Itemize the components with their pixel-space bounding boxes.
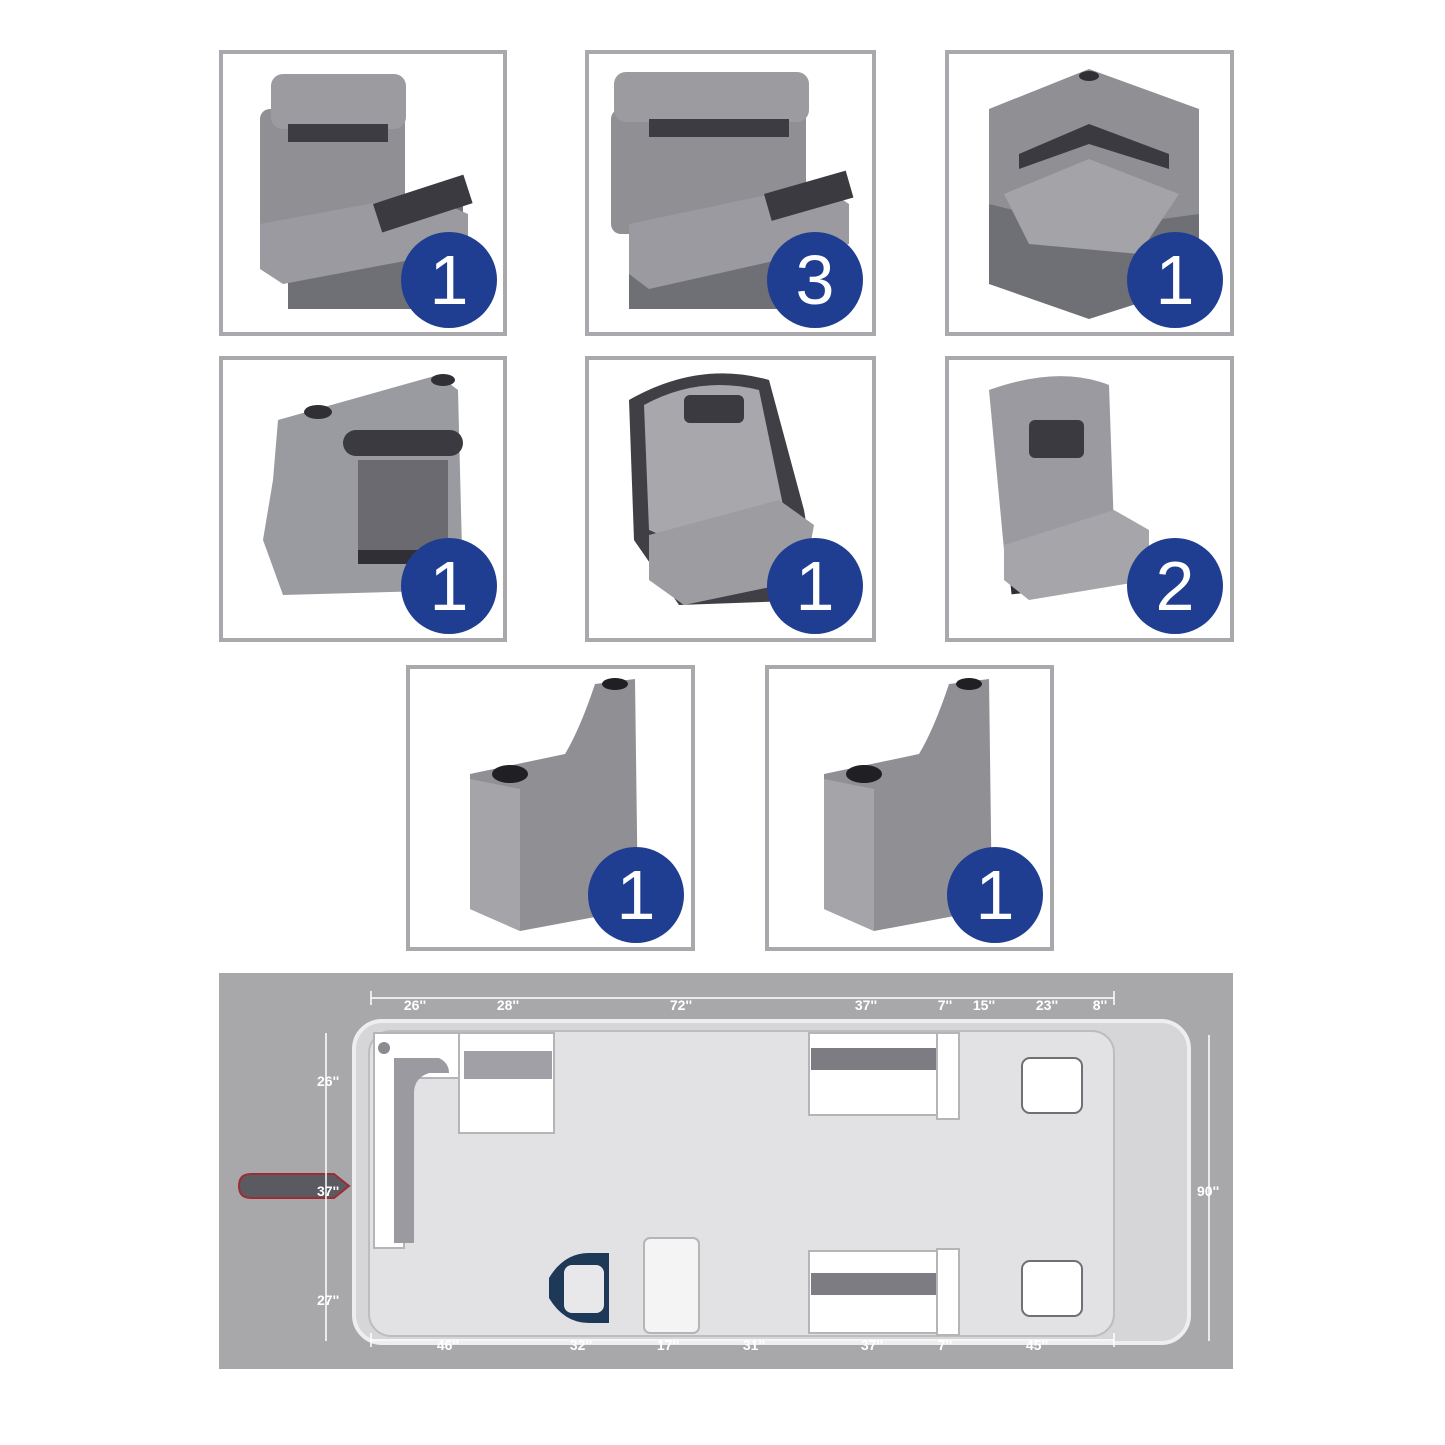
dimension-label: 27'' [317, 1292, 340, 1308]
tile-lounge-seat-double: 3 [585, 50, 876, 336]
armrest [936, 1032, 960, 1120]
dimension-label: 28'' [496, 997, 520, 1013]
bench-seat [808, 1032, 940, 1116]
armrest [936, 1248, 960, 1336]
fold-down-seat [1021, 1057, 1083, 1114]
dimension-label: 31'' [742, 1337, 766, 1353]
tile-corner-seat: 1 [945, 50, 1234, 336]
dimension-label: 26'' [317, 1073, 340, 1089]
quantity-badge: 1 [767, 538, 863, 634]
quantity-badge: 2 [1127, 538, 1223, 634]
dimension-label: 7'' [937, 1337, 953, 1353]
tile-armrest-left: 1 [406, 665, 695, 951]
tile-console: 1 [219, 356, 507, 642]
pontoon-console-icon [263, 374, 463, 595]
quantity-badge: 3 [767, 232, 863, 328]
pontoon-lounge-seat-icon [260, 74, 473, 309]
dimension-label: 15'' [972, 997, 996, 1013]
dimension-label: 72'' [669, 997, 693, 1013]
dimension-label: 37'' [854, 997, 878, 1013]
outboard-motor-icon [237, 1173, 351, 1199]
dimension-label: 32'' [569, 1337, 593, 1353]
bench-seat [458, 1032, 555, 1134]
layout-drawing [237, 991, 1210, 1347]
dimension-label: 7'' [937, 997, 953, 1013]
quantity-badge: 1 [1127, 232, 1223, 328]
tile-captain-bucket-seat: 1 [585, 356, 876, 642]
fold-down-seat [1021, 1260, 1083, 1317]
armrest-icon [824, 678, 992, 931]
tile-lounge-seat-single: 1 [219, 50, 507, 336]
tile-fold-down-seat: 2 [945, 356, 1234, 642]
dimension-label: 17'' [656, 1337, 680, 1353]
dimension-label: 8'' [1092, 997, 1108, 1013]
dimension-label: 37'' [860, 1337, 884, 1353]
boat-layout-diagram: 26'' 28'' 72'' 37'' 7'' 15'' 23'' 8'' 46… [219, 973, 1233, 1369]
quantity-badge: 1 [588, 847, 684, 943]
quantity-badge: 1 [401, 232, 497, 328]
tile-armrest-right: 1 [765, 665, 1054, 951]
helm-console [643, 1237, 700, 1334]
dimension-label: 45'' [1025, 1337, 1049, 1353]
quantity-badge: 1 [401, 538, 497, 634]
fold-down-seat-icon [989, 376, 1149, 600]
dimension-label: 37'' [317, 1183, 340, 1199]
quantity-badge: 1 [947, 847, 1043, 943]
dimension-label: 26'' [403, 997, 427, 1013]
dimension-label: 46'' [436, 1337, 460, 1353]
dimension-label: 90'' [1197, 1183, 1220, 1199]
dimension-label: 23'' [1035, 997, 1059, 1013]
